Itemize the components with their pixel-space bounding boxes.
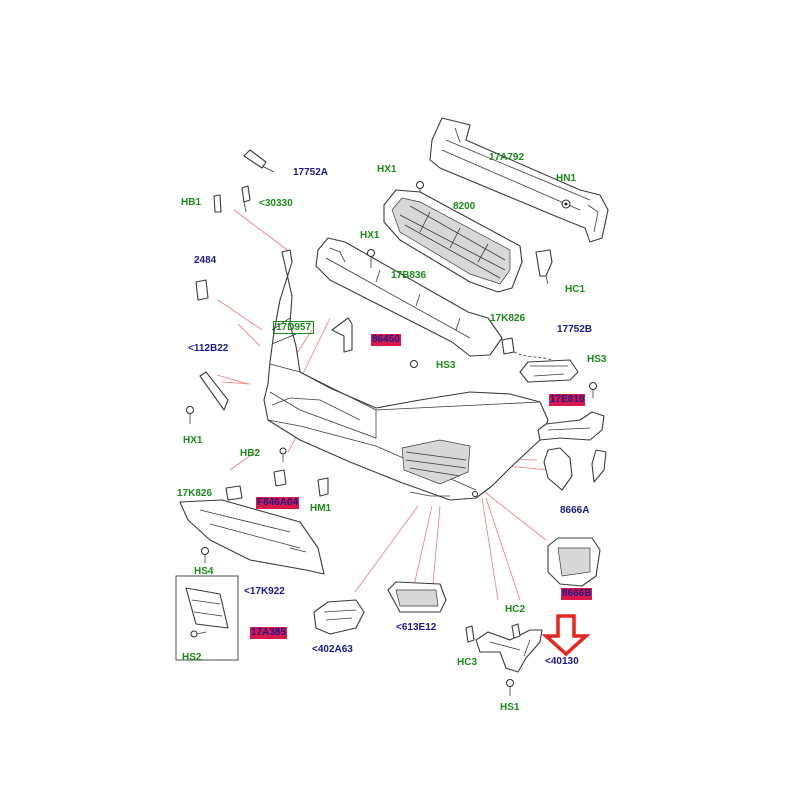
label-86450: 86450 bbox=[371, 334, 401, 346]
label-hc1: HC1 bbox=[565, 284, 586, 295]
label-hc3: HC3 bbox=[457, 657, 478, 668]
label-17E810: 17E810 bbox=[549, 394, 586, 406]
label-30330: <30330 bbox=[259, 198, 293, 209]
grille-8200 bbox=[383, 189, 523, 293]
clip-hc1 bbox=[535, 249, 553, 285]
label-hs2: HS2 bbox=[182, 652, 202, 663]
bolt-hs3-top bbox=[589, 382, 597, 398]
label-17752A: 17752A bbox=[293, 167, 329, 178]
clip-hm1 bbox=[317, 477, 329, 497]
label-hb2: HB2 bbox=[240, 448, 261, 459]
fog-bezel-8666A bbox=[543, 447, 607, 491]
label-17B836: 17B836 bbox=[391, 270, 427, 281]
label-hx1-low: HX1 bbox=[183, 435, 203, 446]
bolt-hn1 bbox=[561, 199, 571, 209]
label-hn1: HN1 bbox=[556, 173, 577, 184]
label-17752B: 17752B bbox=[557, 324, 593, 335]
label-17D957: 17D957 bbox=[273, 321, 315, 334]
label-40130: <40130 bbox=[545, 656, 579, 667]
label-17A792: 17A792 bbox=[489, 152, 525, 163]
undertray-17K922 bbox=[179, 499, 325, 575]
screw-30330 bbox=[241, 185, 251, 213]
label-hb1: HB1 bbox=[181, 197, 202, 208]
fog-bracket-17E810 bbox=[537, 411, 605, 441]
label-hs4: HS4 bbox=[194, 566, 214, 577]
label-F846A04: F846A04 bbox=[256, 497, 300, 509]
fog-bezel-8666B bbox=[547, 537, 601, 587]
label-613E12: <613E12 bbox=[396, 622, 437, 633]
clip-17K826-low bbox=[225, 485, 243, 501]
side-bracket-112B22 bbox=[199, 371, 229, 411]
bracket-17752A bbox=[243, 149, 275, 173]
bolt-hx1-low bbox=[186, 406, 194, 424]
label-hx1-mid: HX1 bbox=[360, 230, 380, 241]
label-8666A: 8666A bbox=[560, 505, 590, 516]
indicator-arrow-icon bbox=[541, 614, 591, 657]
bolt-hb1 bbox=[213, 194, 222, 213]
clip-hc2 bbox=[511, 623, 521, 639]
sensor-F846A04 bbox=[273, 469, 287, 487]
bracket-86450 bbox=[331, 317, 353, 353]
bracket-17752B bbox=[513, 351, 579, 383]
bolt-hs3-mid bbox=[410, 360, 418, 368]
label-112B22: <112B22 bbox=[188, 343, 229, 354]
label-hs3-mid: HS3 bbox=[436, 360, 456, 371]
bolt-hx1-mid bbox=[367, 249, 375, 268]
upper-support-17B836 bbox=[315, 237, 503, 357]
grille-insert-613E12 bbox=[387, 581, 447, 613]
label-17K826-top: 17K826 bbox=[490, 313, 526, 324]
label-402A63: <402A63 bbox=[312, 644, 353, 655]
label-hc2: HC2 bbox=[505, 604, 526, 615]
label-hs1: HS1 bbox=[500, 702, 520, 713]
label-17K922: <17K922 bbox=[244, 586, 285, 597]
label-17K826-low: 17K826 bbox=[177, 488, 213, 499]
label-17A385: 17A385 bbox=[250, 627, 288, 639]
label-8666B: 8666B bbox=[561, 588, 593, 600]
leader-lines bbox=[216, 209, 549, 601]
label-8200: 8200 bbox=[453, 201, 476, 212]
tow-cover-402A63 bbox=[313, 599, 365, 635]
bumper-cover bbox=[263, 249, 549, 501]
license-bracket-box bbox=[175, 575, 239, 661]
bolt-hs1 bbox=[506, 679, 514, 696]
label-hm1: HM1 bbox=[310, 503, 332, 514]
label-hx1-top: HX1 bbox=[377, 164, 397, 175]
bolt-hs4 bbox=[201, 547, 209, 563]
bolt-hx1-top bbox=[416, 181, 424, 198]
clip-17K826-top bbox=[501, 337, 515, 355]
bolt-hb2 bbox=[279, 447, 287, 462]
bumper-beam-17A792 bbox=[429, 117, 609, 243]
label-2484: 2484 bbox=[194, 255, 217, 266]
label-hs3-top: HS3 bbox=[587, 354, 607, 365]
corner-bracket-40130 bbox=[475, 629, 543, 673]
clip-2484 bbox=[195, 279, 209, 301]
clip-hc3 bbox=[465, 625, 475, 643]
